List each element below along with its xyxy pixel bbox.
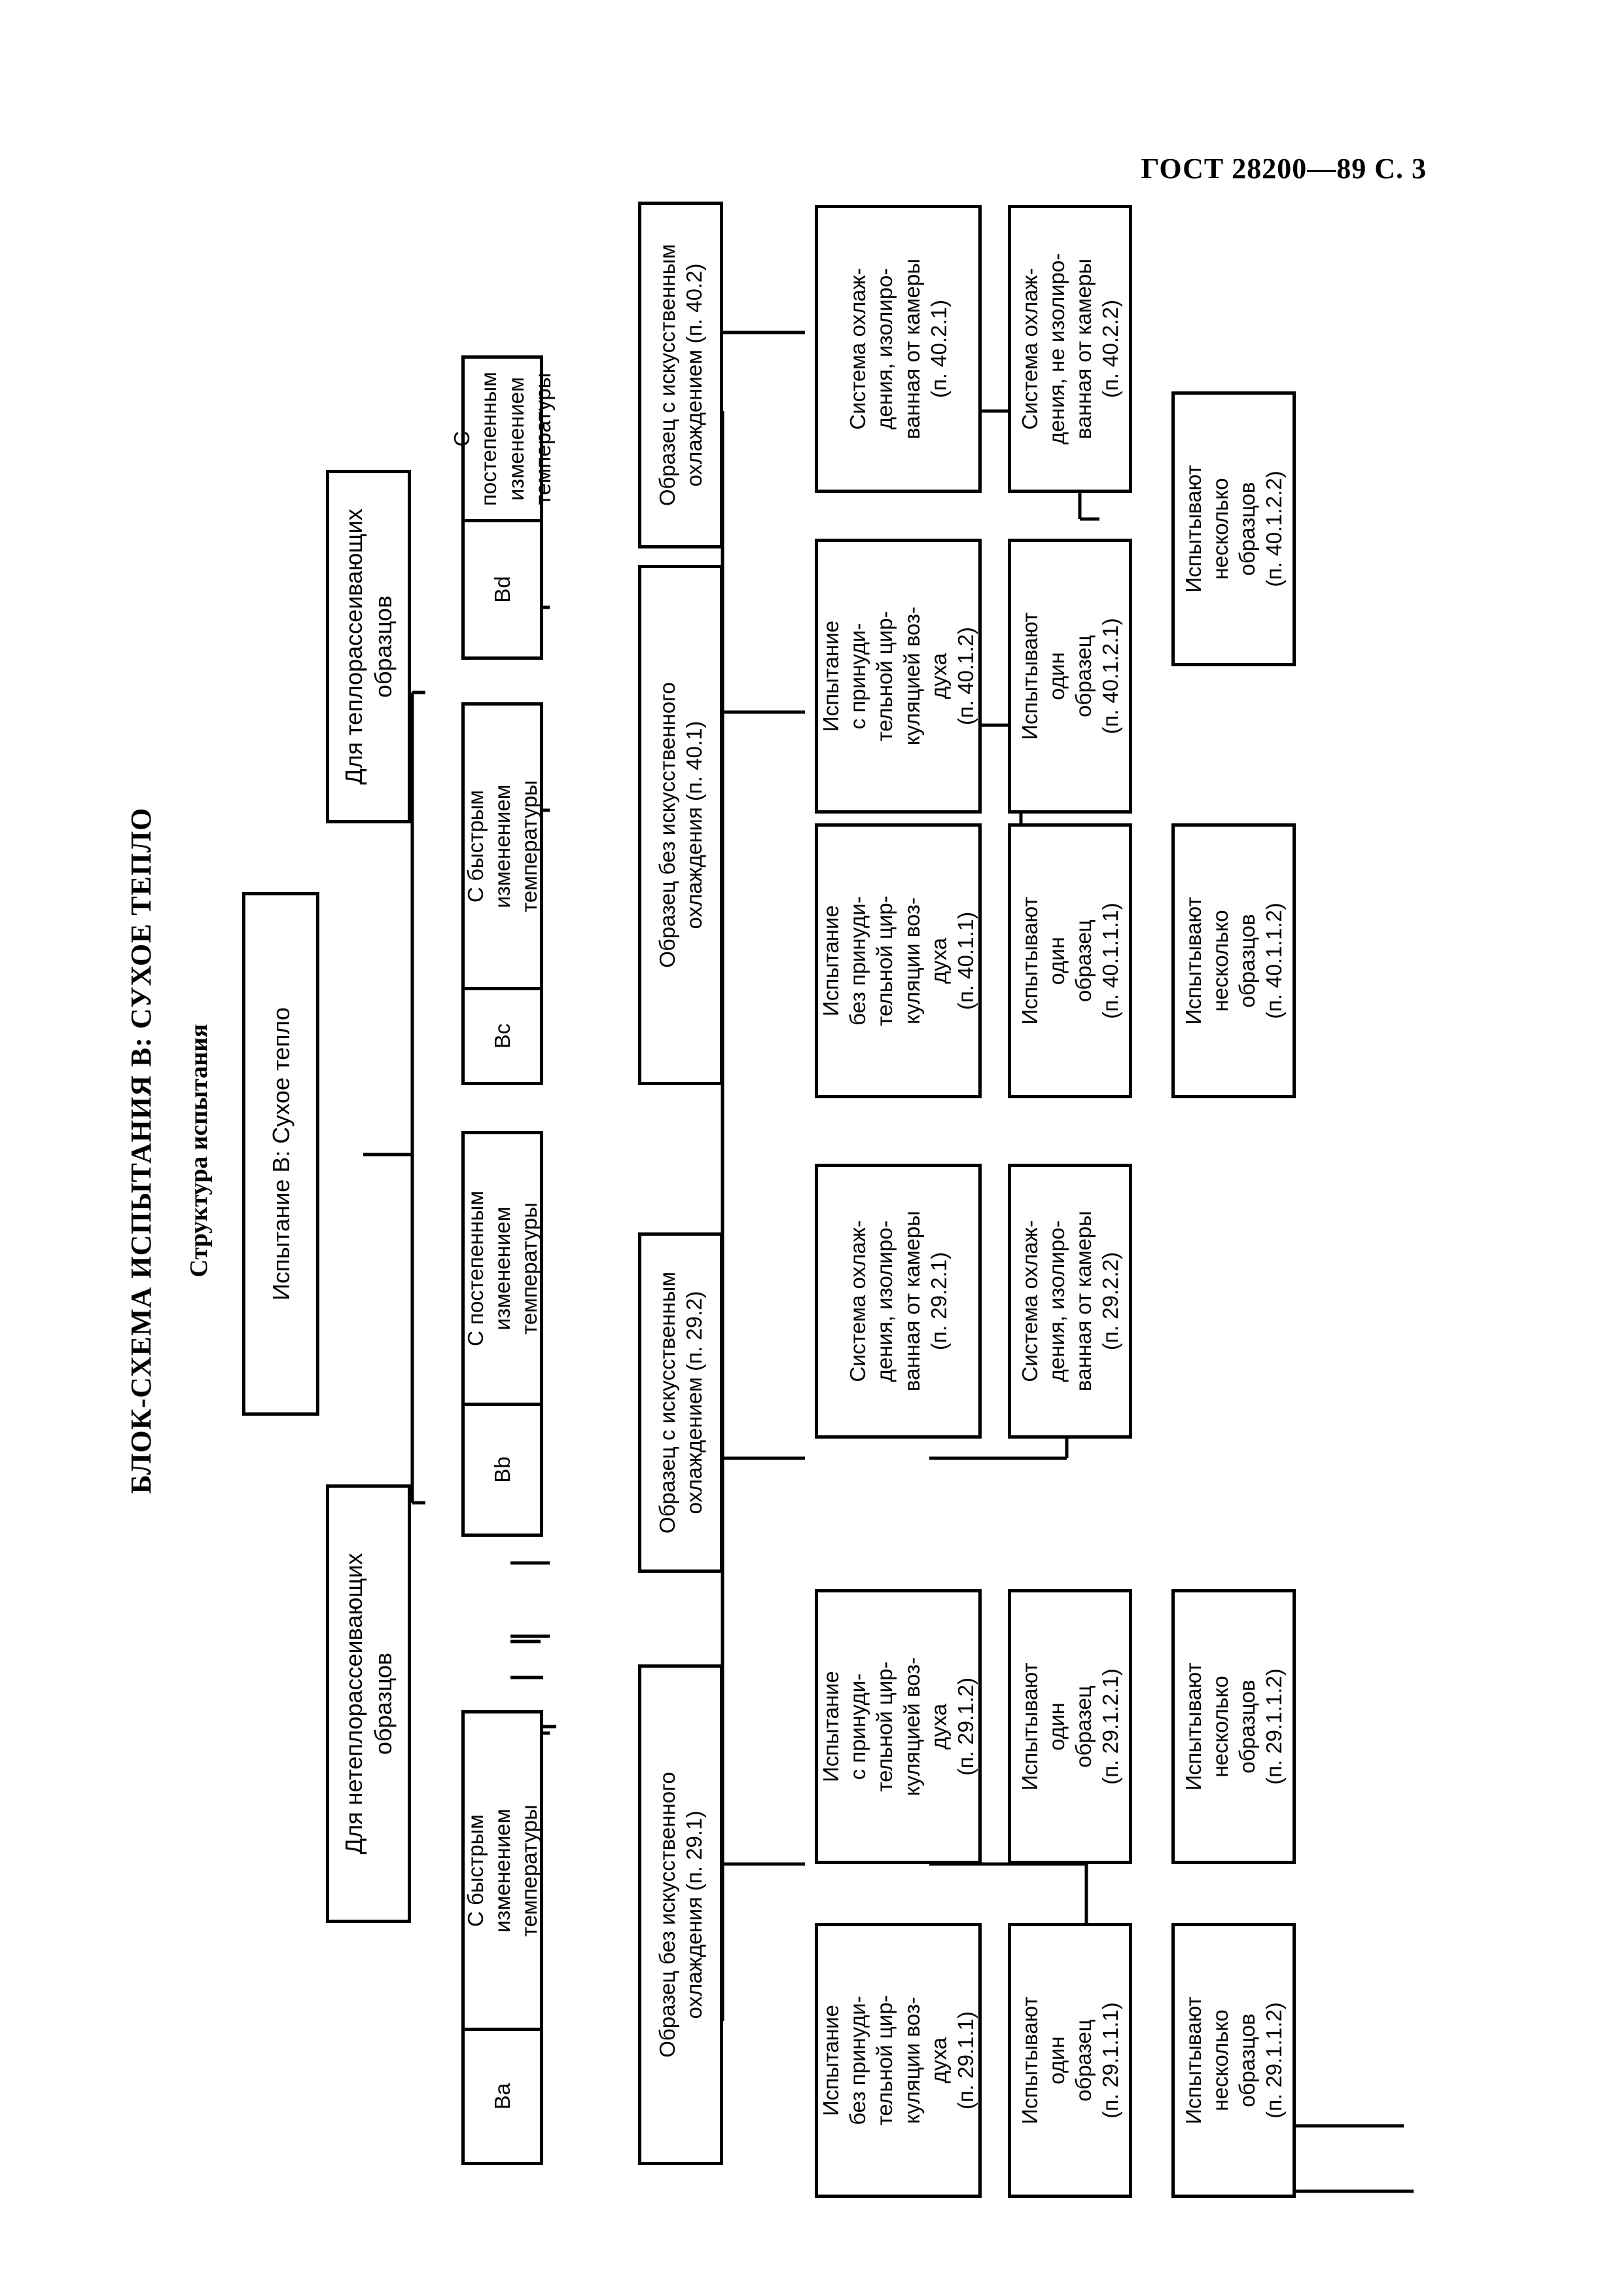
system-40-2-1-box: Система охлаж- дения, изолиро- ванная от… <box>815 205 982 493</box>
system-29-2-1-box: Система охлаж- дения, изолиро- ванная от… <box>815 1164 982 1439</box>
test-40-1-1-box: Испытание без принуди- тельной цир- куля… <box>815 823 982 1098</box>
test-29-1-2-box: Испытание с принуди- тельной цир- куляци… <box>815 1589 982 1864</box>
one-sample-29-1-2-1-box: Испытывают один образец (п. 29.1.2.1) <box>1008 1589 1132 1864</box>
many-samples-40-1-2-2-label: Испытывают несколько образцов (п. 40.1.2… <box>1181 465 1287 593</box>
one-sample-29-1-1-1-box: Испытывают один образец (п. 29.1.1.1) <box>1008 1923 1132 2198</box>
root-box: Испытание В: Сухое тепло <box>242 892 319 1416</box>
system-29-2-2-label: Система охлаж- дения, изолиро- ванная от… <box>1017 1211 1123 1391</box>
system-40-2-2-box: Система охлаж- дения, не изолиро- ванная… <box>1008 205 1132 493</box>
rapid-right-label: С быстрым изменением температуры <box>463 780 542 912</box>
page-header: ГОСТ 28200—89 С. 3 <box>1141 152 1427 185</box>
gradual-right-label: С постепенным изменением температуры <box>450 372 555 506</box>
connector-root-groups <box>363 691 425 1505</box>
many-samples-40-1-2-2-box: Испытывают несколько образцов (п. 40.1.2… <box>1171 391 1296 666</box>
one-sample-40-1-2-1-label: Испытывают один образец (п. 40.1.2.1) <box>1017 612 1123 740</box>
root-label: Испытание В: Сухое тепло <box>267 1007 294 1301</box>
many-samples-40-1-1-2-box: Испытывают несколько образцов (п. 40.1.1… <box>1171 823 1296 1098</box>
cooling-40-2-label: Образец с искусственным охлаждением (п. … <box>654 243 706 507</box>
one-sample-29-1-1-1-label: Испытывают один образец (п. 29.1.1.1) <box>1017 1996 1123 2125</box>
group-dissipating-label: Для теплорассеивающих образцов <box>340 509 397 785</box>
cooling-40-2-box: Образец с искусственным охлаждением (п. … <box>638 202 723 548</box>
system-29-2-1-label: Система охлаж- дения, изолиро- ванная от… <box>846 1211 951 1391</box>
gradual-left-box: С постепенным изменением температуры <box>461 1131 543 1406</box>
cooling-29-2-label: Образец с искусственным охлаждением (п. … <box>654 1271 706 1534</box>
gradual-left-label: С постепенным изменением температуры <box>463 1191 542 1346</box>
system-40-2-2-label: Система охлаж- дения, не изолиро- ванная… <box>1017 253 1123 445</box>
code-ba-label: Ba <box>490 2083 514 2110</box>
code-ba-box: Ba <box>461 2028 543 2165</box>
code-bd-box: Bd <box>461 519 543 660</box>
group-non-dissipating-box: Для нетеплорассеивающих образцов <box>326 1484 411 1923</box>
many-samples-29-1-1-2b-label: Испытывают несколько образцов (п. 29.1.1… <box>1181 1662 1287 1791</box>
many-samples-29-1-1-2-box: Испытывают несколько образцов (п. 29.1.1… <box>1171 1923 1296 2198</box>
rapid-right-box: С быстрым изменением температуры <box>461 702 543 990</box>
no-cooling-29-1-label: Образец без искусственного охлаждения (п… <box>654 1772 706 2058</box>
test-29-1-1-box: Испытание без принуди- тельной цир- куля… <box>815 1923 982 2198</box>
code-bc-box: Bc <box>461 987 543 1085</box>
many-samples-29-1-1-2-label: Испытывают несколько образцов (п. 29.1.1… <box>1181 1996 1287 2125</box>
rapid-left-label: С быстрым изменением температуры <box>463 1804 542 1937</box>
test-40-1-2-box: Испытание с принуди- тельной цир- куляци… <box>815 539 982 814</box>
test-40-1-1-label: Испытание без принуди- тельной цир- куля… <box>818 895 978 1026</box>
code-bd-label: Bd <box>490 576 514 603</box>
test-29-1-1-label: Испытание без принуди- тельной цир- куля… <box>818 1995 978 2126</box>
cooling-29-2-box: Образец с искусственным охлаждением (п. … <box>638 1232 723 1573</box>
many-samples-29-1-1-2b-box: Испытывают несколько образцов (п. 29.1.1… <box>1171 1589 1296 1864</box>
code-bc-label: Bc <box>490 1023 514 1049</box>
gradual-right-box: С постепенным изменением температуры <box>450 355 555 522</box>
many-samples-40-1-1-2-label: Испытывают несколько образцов (п. 40.1.1… <box>1181 897 1287 1025</box>
one-sample-40-1-1-1-box: Испытывают один образец (п. 40.1.1.1) <box>1008 823 1132 1098</box>
code-bb-label: Bb <box>490 1456 514 1483</box>
group-non-dissipating-label: Для нетеплорассеивающих образцов <box>340 1552 397 1855</box>
no-cooling-40-1-label: Образец без искусственного охлаждения (п… <box>654 682 706 968</box>
test-40-1-2-label: Испытание с принуди- тельной цир- куляци… <box>818 606 978 746</box>
no-cooling-29-1-box: Образец без искусственного охлаждения (п… <box>638 1664 723 2165</box>
one-sample-29-1-2-1-label: Испытывают один образец (п. 29.1.2.1) <box>1017 1662 1123 1791</box>
one-sample-40-1-1-1-label: Испытывают один образец (п. 40.1.1.1) <box>1017 897 1123 1025</box>
rapid-left-box: С быстрым изменением температуры <box>461 1710 543 2031</box>
no-cooling-40-1-box: Образец без искусственного охлаждения (п… <box>638 565 723 1085</box>
code-bb-box: Bb <box>461 1403 543 1537</box>
group-dissipating-box: Для теплорассеивающих образцов <box>326 470 411 823</box>
system-29-2-2-box: Система охлаж- дения, изолиро- ванная от… <box>1008 1164 1132 1439</box>
test-29-1-2-label: Испытание с принуди- тельной цир- куляци… <box>818 1657 978 1797</box>
one-sample-40-1-2-1-box: Испытывают один образец (п. 40.1.2.1) <box>1008 539 1132 814</box>
system-40-2-1-label: Система охлаж- дения, изолиро- ванная от… <box>846 259 951 439</box>
